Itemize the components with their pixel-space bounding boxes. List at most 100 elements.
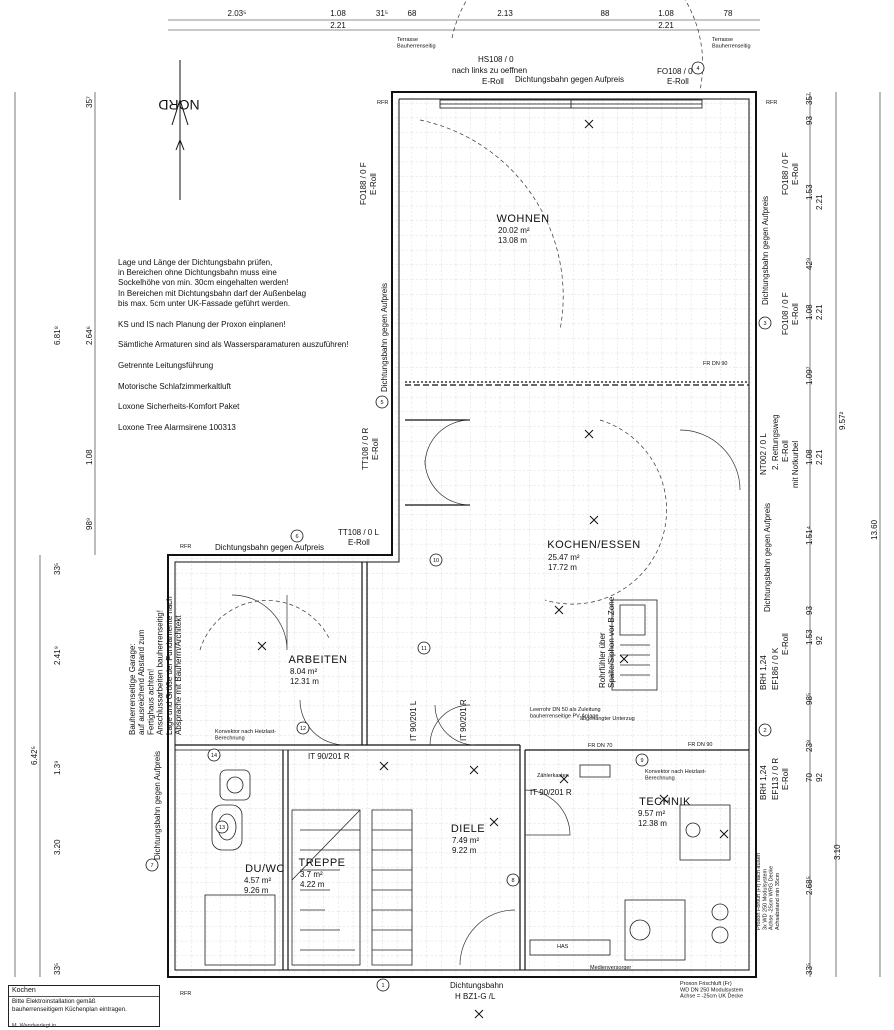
door-swings (199, 0, 741, 966)
dim-top-10: 2.21 (658, 21, 674, 30)
room-area-kochen: 25.47 m² (548, 553, 580, 562)
brh1-label: BRH 1,24 (759, 655, 768, 690)
dimension-lines (14, 19, 881, 977)
room-name-duwc: DU/WC (245, 863, 285, 875)
dim-right-7: 2.21 (815, 304, 824, 320)
zaehler-label: Zählerkasten (537, 773, 569, 779)
room-perimeter-wohnen: 13.08 m (498, 236, 527, 245)
dim-top-6: 88 (601, 9, 610, 18)
it-arbeiten-l: IT 90/201 L (409, 700, 418, 741)
dim-right-5: 42⁹ (805, 258, 814, 270)
axis-12: 12 (300, 726, 306, 732)
technik-equipment (529, 764, 731, 961)
fo108-right-label: FO108 / 0 F (781, 292, 790, 335)
dim-right-11: 1.51⁴ (805, 525, 814, 545)
nt002-c: E-Roll (781, 440, 790, 462)
dim-right-9: 1.08 (805, 449, 814, 465)
dim-right-4: 2.21 (815, 194, 824, 210)
grid-lower (170, 555, 392, 975)
membrane-top: Dichtungsbahn gegen Aufpreis (515, 75, 624, 84)
dim-top-7: 1.08 (658, 9, 674, 18)
ef186-roll: E-Roll (781, 633, 790, 655)
note-7: Loxone Tree Alarmsirene 100313 (118, 423, 236, 433)
dim-left-5: 98⁹ (85, 518, 94, 530)
fr-dn70: FR DN 70 (588, 743, 612, 749)
top-window (439, 99, 703, 109)
garage-note: Bauherrenseitige Garage:auf ausreichend … (128, 596, 183, 735)
axis-11: 11 (421, 646, 427, 652)
fo188-right-label: FO188 / 0 F (781, 152, 790, 195)
dim-top-2: 1.08 (330, 9, 346, 18)
dim-left-4: 1.08 (85, 449, 94, 465)
membrane-left-mid: Dichtungsbahn gegen Aufpreis (380, 283, 389, 392)
proxon-note: Proxon Fortluft (Fr) nach außen3x WD 250… (756, 853, 781, 930)
abgehaengt-label: abgehängter Unterzug (580, 716, 635, 722)
rfr-3: RFR (180, 544, 191, 550)
stairs (291, 809, 413, 966)
note-5: Motorische Schlafzimmerkaltluft (118, 381, 231, 391)
tt108-mid-label: TT108 / 0 L (338, 528, 379, 537)
axis-7: 7 (150, 863, 153, 869)
dim-top-4: 68 (408, 9, 417, 18)
proxon-note-2: Proxon Frischluft (Fr)WD DN 250 Modulsys… (680, 981, 744, 1000)
dim-right-13: 1.53 (805, 629, 814, 645)
dim-left-6: 33⁵ (53, 563, 62, 575)
dim-right-23: 13.60 (870, 519, 879, 540)
axis-14: 14 (211, 753, 217, 759)
legend-footer: M. Wandverlegt in (12, 1023, 57, 1029)
room-area-treppe: 3.7 m² (300, 870, 323, 879)
fo108-right-roll: E-Roll (791, 303, 800, 325)
dim-right-14: 92 (815, 636, 824, 645)
fr-dn90-a: FR DN 90 (703, 361, 727, 367)
dim-right-2: 93 (805, 116, 814, 125)
general-notes: Lage und Länge der Dichtungsbahn prüfen,… (118, 258, 376, 444)
tt108-left-label: TT108 / 0 R (361, 428, 370, 470)
fo108-top-label: FO108 / 0 F (657, 67, 700, 76)
nt002-label: NT002 / 0 L (759, 433, 768, 475)
fo108-top-roll: E-Roll (667, 77, 689, 86)
dim-right-20: 2.68⁵ (805, 876, 814, 895)
axis-2: 2 (763, 728, 766, 734)
room-perimeter-diele: 9.22 m (452, 846, 477, 855)
interior-walls (175, 381, 749, 970)
room-name-wohnen: WOHNEN (496, 213, 549, 225)
hs108-roll: E-Roll (482, 77, 504, 86)
dim-right-3: 1.53 (805, 184, 814, 200)
axis-10: 10 (433, 558, 439, 564)
legend-body: Bitte Elektroinstallation gemäß bauherre… (12, 998, 127, 1013)
rfr-2: RFR (766, 100, 777, 106)
axis-8: 8 (511, 878, 514, 884)
right-dim-texts: 35⁷ 93 1.53 2.21 42⁹ 1.08 2.21 1.09⁷ 1.0… (805, 93, 879, 975)
dim-right-6: 1.08 (805, 304, 814, 320)
it-tech: IT 90/201 R (530, 788, 572, 797)
outer-walls (167, 91, 757, 978)
dim-left-10: 3.20 (53, 839, 62, 855)
konvektor-arbeiten: Konvektor nach Heizlast-Berechnung (215, 729, 276, 741)
tt108-left-roll: E-Roll (371, 438, 380, 460)
left-dim-texts: 35⁷ 6.81⁸ 2.64⁶ 1.08 98⁹ 33⁵ 2.41⁹ 6.42⁵… (30, 96, 94, 975)
tt108-mid-roll: E-Roll (348, 538, 370, 547)
room-perimeter-kochen: 17.72 m (548, 563, 577, 572)
axis-13: 13 (219, 825, 225, 831)
dim-top-8: 78 (724, 9, 733, 18)
room-name-kochen: KOCHEN/ESSEN (547, 539, 640, 551)
dim-left-7: 2.41⁹ (53, 646, 62, 665)
axis-3: 3 (763, 321, 766, 327)
membrane-right-lower: Dichtungsbahn gegen Aufpreis (763, 503, 772, 612)
dim-right-1: 35⁷ (805, 93, 814, 105)
room-perimeter-arbeiten: 12.31 m (290, 677, 319, 686)
room-name-treppe: TREPPE (298, 857, 345, 869)
medien-label: Medienversorger (590, 965, 631, 971)
room-area-diele: 7.49 m² (452, 836, 479, 845)
axis-9: 9 (640, 758, 643, 764)
legend-header: Kochen (9, 986, 159, 997)
rohrfuehler-note: Rohrfühler überSpalte/Siphon vor B.Zone (598, 596, 616, 688)
dim-right-8: 1.09⁷ (805, 366, 814, 385)
dim-left-11: 33⁵ (53, 963, 62, 975)
it-arbeiten-r: IT 90/201 R (459, 699, 468, 741)
has-label: HAS (557, 944, 569, 950)
